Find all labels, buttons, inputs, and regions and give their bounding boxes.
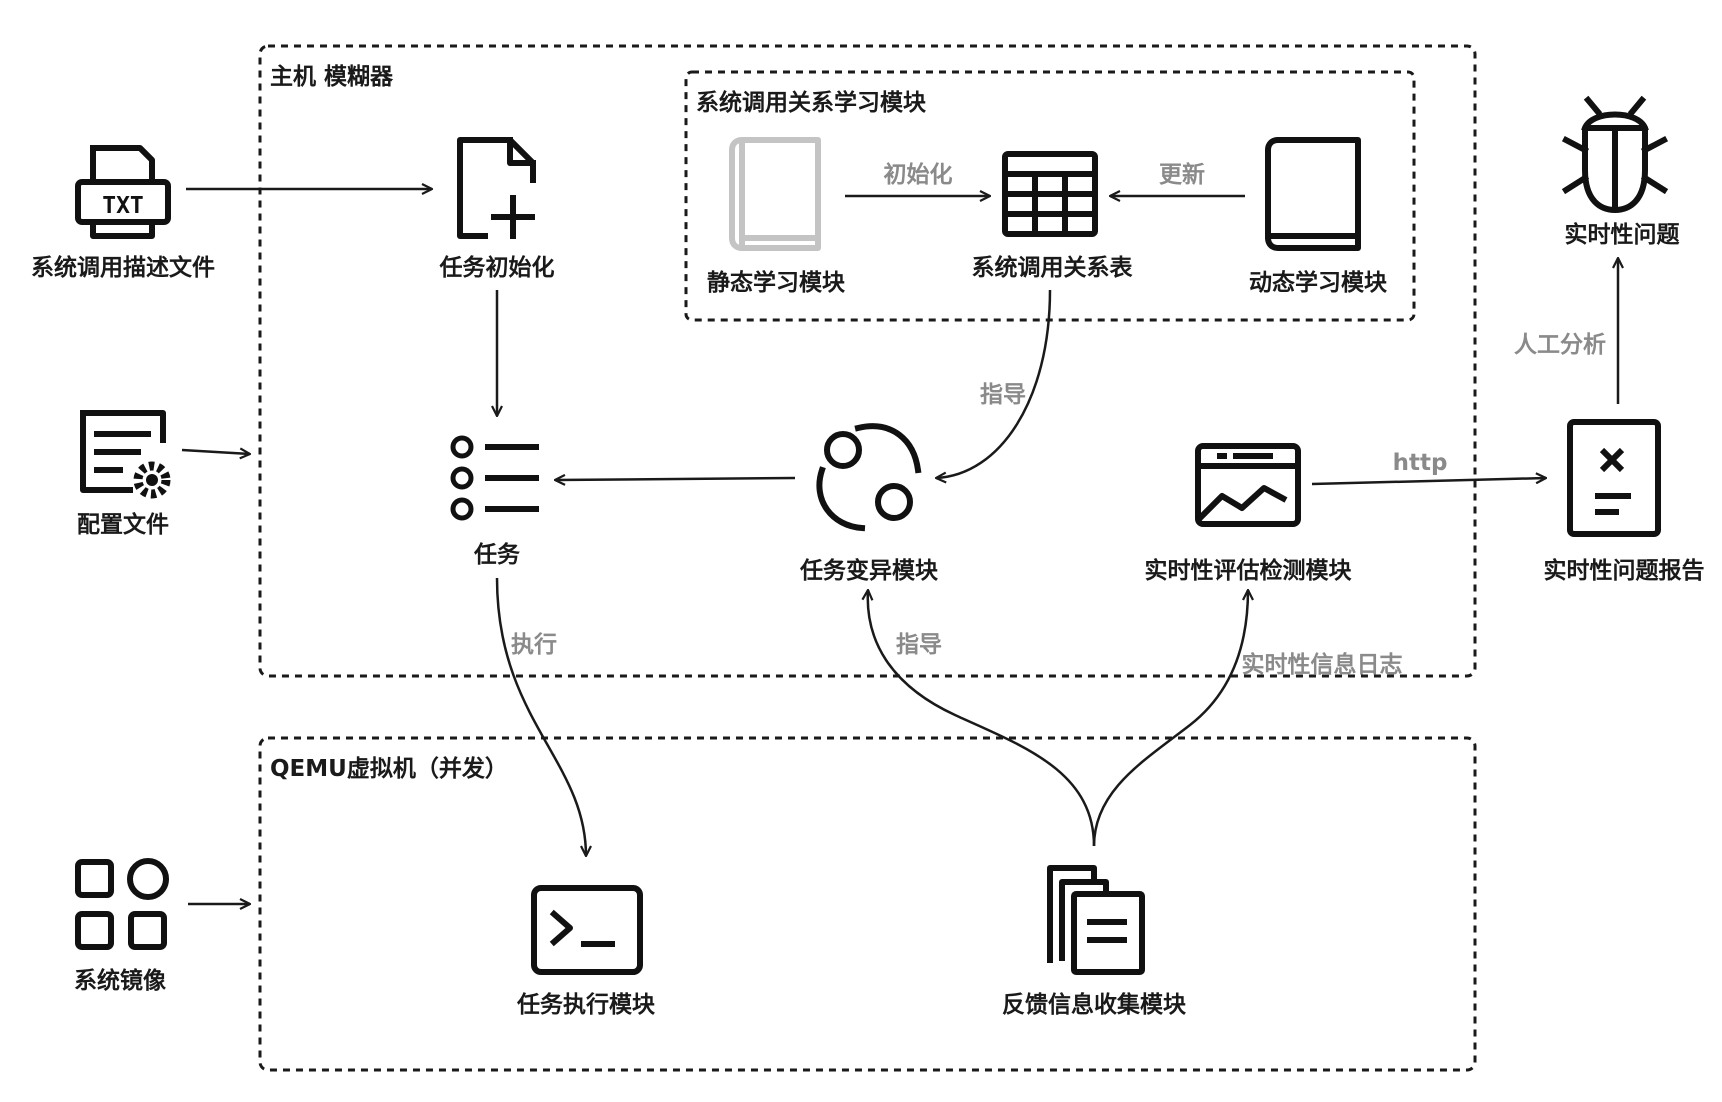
bug-icon [1561,95,1669,213]
edge-table-to-mutation [936,289,1052,478]
realtime-issue-report-label: 实时性问题报告 [1544,557,1705,584]
edge-task-to-exec [495,577,586,856]
add-document-icon [457,137,536,239]
edge-config-to-host [181,450,250,454]
task-label: 任务 [473,541,521,568]
edge-label-update: 更新 [1159,161,1205,188]
settings-document-icon [80,410,171,499]
app-grid-icon [75,858,169,950]
syscall-desc-file-label: 系统调用描述文件 [31,254,215,281]
host-fuzzer-container [258,44,1477,678]
host-fuzzer-label: 主机 模糊器 [270,64,394,90]
system-image-label: 系统镜像 [74,967,167,994]
documents-stack-icon [1047,865,1145,975]
report-icon [1567,419,1661,537]
dynamic-learning-label: 动态学习模块 [1249,269,1387,296]
task-exec-label: 任务执行模块 [516,991,655,1018]
config-file-label: 配置文件 [77,511,169,538]
edge-label-execute: 执行 [511,631,557,658]
edge-eval-to-report [1311,478,1546,486]
cycle-icon [816,423,922,532]
book-icon-static [729,137,821,251]
edge-mutation-to-task [555,478,796,480]
monitor-chart-icon [1195,443,1301,527]
edge-label-realtime-log: 实时性信息日志 [1242,651,1403,678]
edge-label-init: 初始化 [884,161,953,188]
qemu-vm-container [258,736,1477,1072]
task-mutation-label: 任务变异模块 [799,557,938,584]
syscall-learning-container [684,70,1416,322]
edge-label-http: http [1393,450,1448,476]
static-learning-label: 静态学习模块 [707,269,845,296]
syscall-relation-table-label: 系统调用关系表 [972,254,1134,281]
book-icon-dynamic [1265,137,1361,251]
svg-text:TXT: TXT [102,193,144,219]
edge-feedback-to-mutation [868,590,1096,847]
syscall-learning-label: 系统调用关系学习模块 [696,89,926,116]
qemu-vm-label: QEMU虚拟机（并发） [270,755,508,782]
realtime-eval-label: 实时性评估检测模块 [1145,557,1352,584]
txt-printer-icon: TXT [75,145,171,239]
task-list-icon [450,435,539,521]
edge-feedback-to-eval [1092,590,1248,847]
edge-label-manual-analysis: 人工分析 [1514,332,1606,358]
edge-label-guide-2: 指导 [896,632,942,658]
feedback-collect-label: 反馈信息收集模块 [1002,991,1186,1018]
edge-label-guide-1: 指导 [980,382,1026,408]
task-init-label: 任务初始化 [439,254,555,281]
terminal-icon [531,885,643,975]
table-icon [1002,151,1098,237]
realtime-issue-label: 实时性问题 [1565,221,1680,248]
